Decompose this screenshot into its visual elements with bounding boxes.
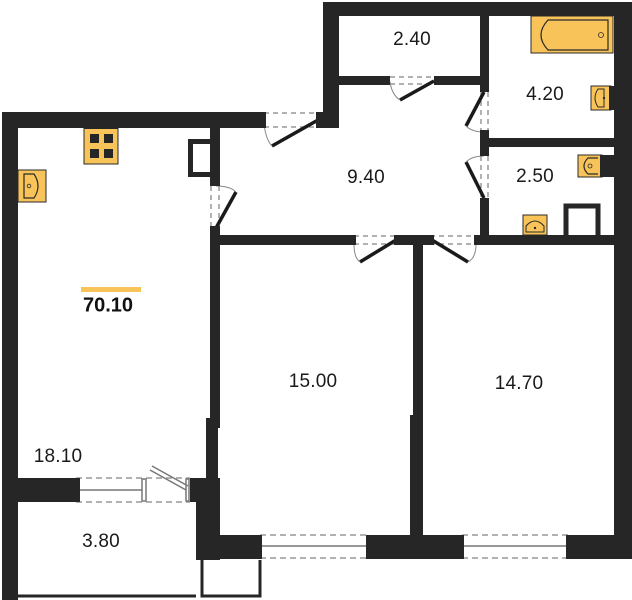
- balcony-outline: [2, 502, 262, 598]
- room-area-kitchen-living: 18.10: [33, 446, 83, 467]
- stove-icon: [83, 126, 119, 165]
- room-area-hallway: 9.40: [347, 167, 385, 188]
- room-area-bedroom-2: 14.70: [494, 373, 544, 394]
- room-area-bathroom: 4.20: [526, 84, 564, 105]
- kitchen-sink-icon: [17, 169, 47, 203]
- door-frames: [210, 76, 489, 245]
- room-area-bedroom-1: 15.00: [288, 371, 338, 392]
- door-jambs: [210, 76, 489, 245]
- bathtub-icon: [530, 15, 614, 54]
- room-area-balcony: 3.80: [82, 531, 120, 552]
- toilet-sink-icon: [522, 214, 548, 236]
- bathroom-sink-icon: [590, 85, 614, 111]
- window-jambs: [76, 478, 570, 559]
- door-leaves[interactable]: [214, 79, 486, 264]
- shaft: [563, 203, 601, 236]
- room-area-toilet: 2.50: [516, 166, 554, 187]
- window-panes: [78, 465, 566, 547]
- total-area-accent-bar: [81, 287, 141, 292]
- total-area: 70.10: [82, 294, 134, 317]
- toilet-icon: [577, 154, 614, 178]
- room-area-storage: 2.40: [393, 29, 431, 50]
- windows: [76, 477, 568, 559]
